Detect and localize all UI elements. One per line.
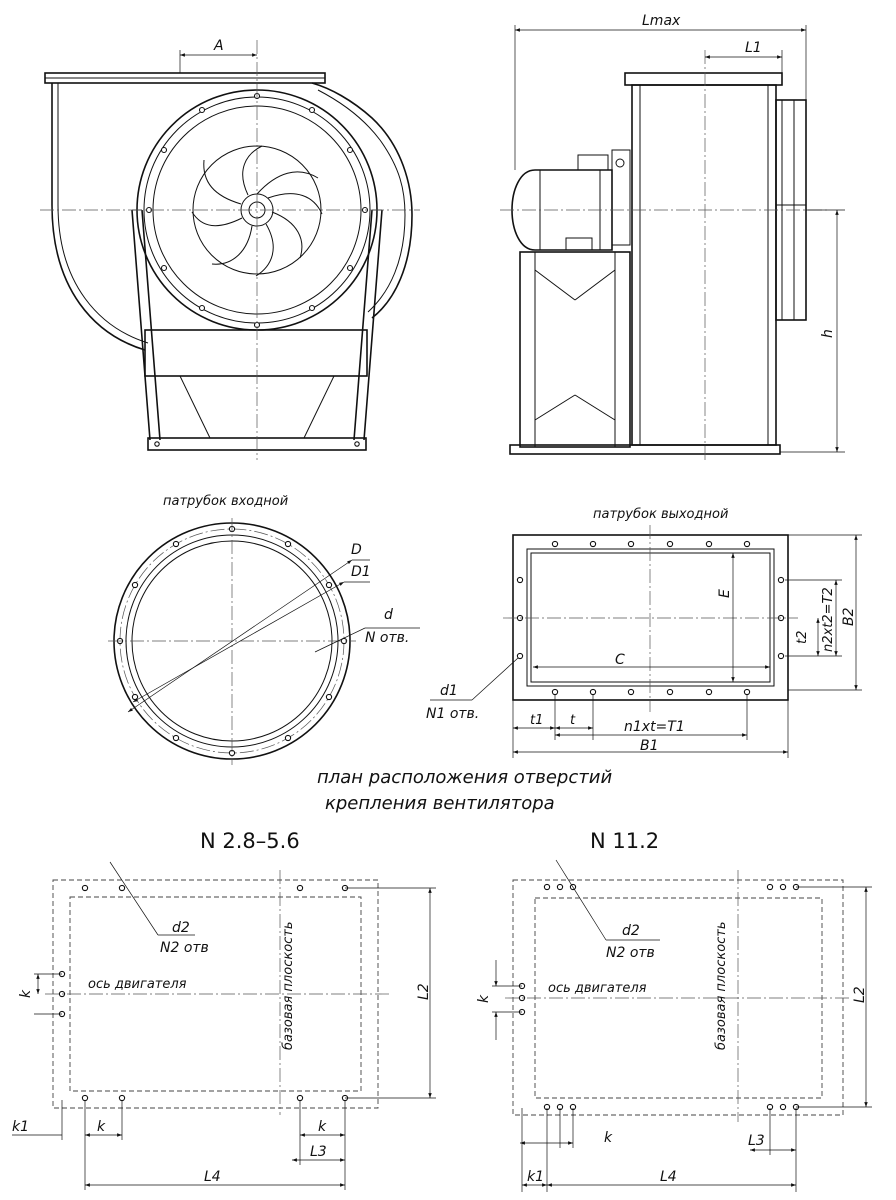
left-k-vert: k	[18, 989, 34, 998]
right-motor-axis: ось двигателя	[548, 981, 647, 996]
left-motor-axis: ось двигателя	[88, 977, 187, 992]
dim-B1: B1	[640, 738, 659, 754]
plan-title-line1: план расположения отверстий	[317, 767, 612, 788]
dim-L1: L1	[745, 40, 762, 56]
dim-n2t2: n2xt2=T2	[821, 587, 836, 652]
dim-N1-otv: N1 отв.	[426, 706, 479, 722]
right-L4: L4	[660, 1169, 677, 1185]
dim-Lmax: Lmax	[642, 13, 681, 29]
left-k-right: k	[318, 1119, 327, 1135]
left-L3: L3	[310, 1144, 327, 1160]
base-plan-left	[12, 861, 436, 1190]
dim-D1: D1	[351, 564, 371, 580]
right-N2-otv: N2 отв	[606, 945, 655, 961]
left-N2-otv: N2 отв	[160, 940, 209, 956]
right-d2: d2	[622, 923, 640, 939]
dim-C: C	[615, 652, 625, 668]
side-view	[500, 25, 845, 460]
size-left-title: N 2.8–5.6	[200, 829, 300, 853]
left-L4: L4	[204, 1169, 221, 1185]
right-k-vert: k	[476, 994, 492, 1003]
plan-title-line2: крепления вентилятора	[325, 793, 555, 814]
outlet-flange	[430, 525, 862, 758]
dim-h: h	[820, 329, 836, 338]
labels: A Lmax L1 h патрубок входной патрубок вы…	[12, 13, 868, 1185]
right-k1: k1	[527, 1169, 544, 1185]
dim-D: D	[351, 542, 362, 558]
dim-n1t: n1xt=T1	[624, 719, 685, 735]
right-L2: L2	[852, 986, 868, 1003]
left-L2: L2	[416, 983, 432, 1000]
inlet-flange	[108, 518, 420, 765]
dim-t1: t1	[530, 713, 543, 728]
dim-d: d	[384, 607, 393, 623]
outlet-title: патрубок выходной	[593, 507, 728, 522]
left-base-plane: базовая плоскость	[281, 921, 296, 1050]
dim-A: A	[213, 38, 224, 54]
base-plan-right	[492, 859, 872, 1192]
right-L3: L3	[748, 1133, 765, 1149]
dim-E: E	[717, 589, 733, 598]
size-right-title: N 11.2	[590, 829, 659, 853]
inlet-title: патрубок входной	[163, 494, 288, 509]
left-d2: d2	[172, 920, 190, 936]
dim-d1: d1	[440, 683, 458, 699]
dim-B2: B2	[841, 607, 857, 626]
left-k: k	[97, 1119, 106, 1135]
front-view	[40, 40, 420, 460]
dim-N-otv: N отв.	[365, 630, 409, 646]
left-k1: k1	[12, 1119, 29, 1135]
dim-t: t	[570, 713, 576, 728]
right-base-plane: базовая плоскость	[714, 921, 729, 1050]
dim-t2: t2	[795, 631, 810, 644]
right-k: k	[604, 1130, 613, 1146]
